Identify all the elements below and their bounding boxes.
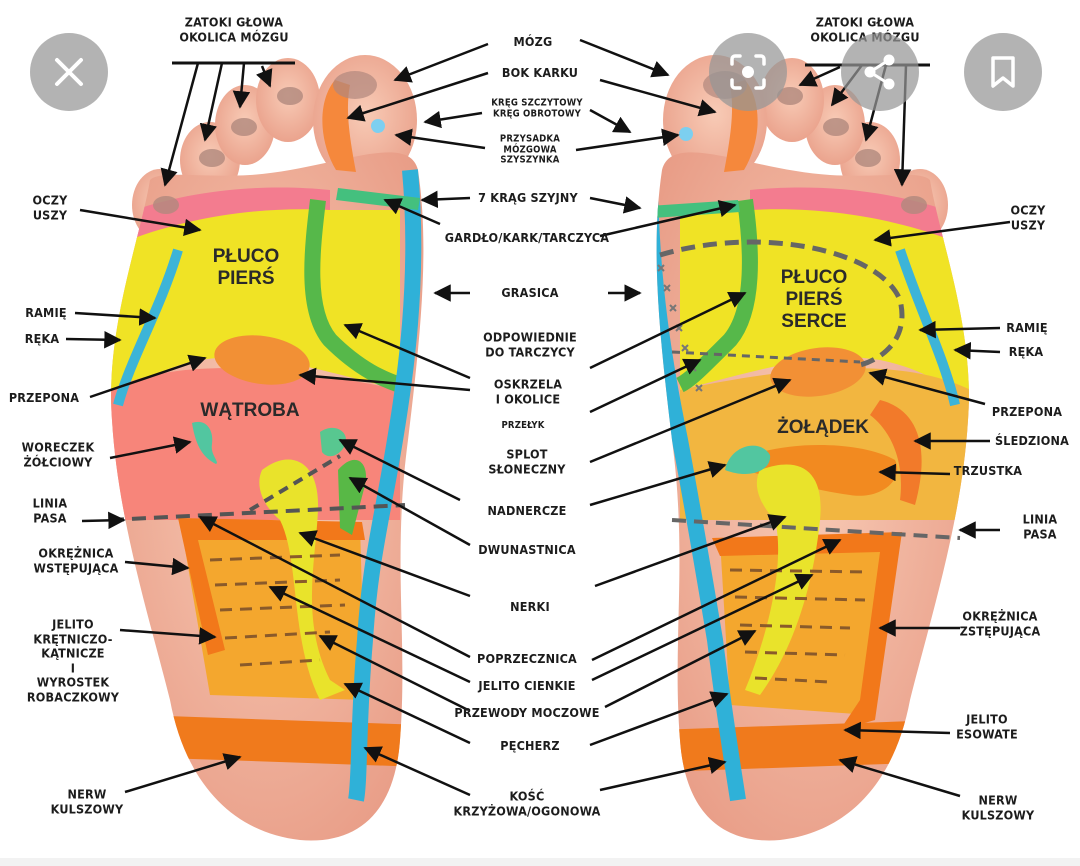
right-green-spot xyxy=(725,445,771,475)
label-left-diaphragm: PRZEPONA xyxy=(8,389,80,405)
label-bladder: PĘCHERZ xyxy=(500,737,560,753)
left-green-curve xyxy=(304,199,403,393)
bottom-edge xyxy=(0,858,1080,866)
label-sacrum: KOŚĆ KRZYŻOWA/OGONOWA xyxy=(453,788,601,818)
label-right-sinuses: ZATOKI GŁOWA OKOLICA MÓZGU xyxy=(810,14,919,44)
label-pituitary: PRZYSADKA MÓZGOWA SZYSZYNKA xyxy=(499,133,561,166)
right-pancreas xyxy=(740,445,898,496)
left-liver-zone xyxy=(111,368,400,520)
label-left-ileocecal: JELITO KRĘTNICZO- KĄTNICZE I WYROSTEK RO… xyxy=(26,616,120,704)
label-right-arm: RĘKA xyxy=(1008,343,1044,359)
right-pituitary-dot xyxy=(679,127,693,141)
label-right-sciatic: NERW KULSZOWY xyxy=(961,792,1035,822)
label-left-shoulder: RAMIĘ xyxy=(25,304,67,320)
label-left-sinuses: ZATOKI GŁOWA OKOLICA MÓZGU xyxy=(179,14,289,44)
left-solar-plexus xyxy=(214,335,310,385)
left-gallbladder xyxy=(192,421,217,464)
image-search-icon xyxy=(730,54,766,90)
left-small-intestine xyxy=(259,459,345,700)
share-icon xyxy=(864,54,895,90)
label-cervical-vertebra: KRĘG SZCZYTOWY KRĘG OBROTOWY xyxy=(491,97,583,119)
label-right-shoulder: RAMIĘ xyxy=(1006,319,1048,335)
left-lung-title: PŁUCO PIERŚ xyxy=(212,246,280,289)
label-left-eyes-ears: OCZY USZY xyxy=(32,192,68,222)
label-thymus: GRASICA xyxy=(501,284,559,300)
right-neck-band xyxy=(656,200,740,218)
label-neck-side: BOK KARKU xyxy=(501,64,579,80)
left-liver-title: WĄTROBA xyxy=(200,400,300,421)
right-lung-title: PŁUCO PIERŚ SERCE xyxy=(780,267,848,332)
label-left-ascending-colon: OKRĘŻNICA WSTĘPUJĄCA xyxy=(33,545,119,575)
label-left-waistline: LINIA PASA xyxy=(32,495,68,525)
label-left-arm: RĘKA xyxy=(24,330,60,346)
label-solar-plexus: SPLOT SŁONECZNY xyxy=(488,446,566,476)
left-foot xyxy=(109,55,424,841)
label-left-sciatic: NERW KULSZOWY xyxy=(50,786,124,816)
label-right-spleen: ŚLEDZIONA xyxy=(994,432,1070,448)
close-button[interactable] xyxy=(30,33,108,111)
label-right-sigmoid: JELITO ESOWATE xyxy=(956,711,1018,741)
share-button[interactable] xyxy=(841,33,919,111)
close-icon xyxy=(55,58,83,86)
label-throat: GARDŁO/KARK/TARCZYCA xyxy=(444,229,610,245)
label-right-waistline: LINIA PASA xyxy=(1022,511,1058,541)
right-small-intestine xyxy=(745,464,821,695)
label-right-pancreas: TRZUSTKA xyxy=(953,462,1023,478)
right-spleen xyxy=(870,400,922,505)
left-blue-spine xyxy=(348,169,422,802)
label-parathyroid: ODPOWIEDNIE DO TARCZYCY xyxy=(483,329,577,359)
right-foot xyxy=(656,55,969,841)
label-ureters: PRZEWODY MOCZOWE xyxy=(454,704,600,720)
left-heel-band xyxy=(149,715,411,767)
label-transverse-colon: POPRZECZNICA xyxy=(477,650,577,666)
left-blue-outer xyxy=(113,248,183,407)
label-small-intestine: JELITO CIENKIE xyxy=(478,677,576,693)
right-stomach-title: ŻOŁĄDEK xyxy=(777,417,869,438)
left-colon-border xyxy=(178,518,365,655)
label-right-diaphragm: PRZEPONA xyxy=(991,403,1063,419)
label-brain: MÓZG xyxy=(513,33,553,49)
label-bronchi: OSKRZELA I OKOLICE xyxy=(493,376,563,406)
bookmark-icon xyxy=(991,56,1015,88)
bookmark-button[interactable] xyxy=(964,33,1042,111)
right-colon-border xyxy=(712,532,902,730)
label-adrenals: NADNERCZE xyxy=(487,502,567,518)
label-left-gallbladder: WORECZEK ŻÓŁCIOWY xyxy=(21,439,95,469)
left-pituitary-dot xyxy=(371,119,385,133)
label-right-eyes-ears: OCZY USZY xyxy=(1010,202,1046,232)
label-c7: 7 KRĄG SZYJNY xyxy=(478,189,578,205)
label-esophagus: PRZEŁYK xyxy=(501,419,545,431)
left-orange-toe xyxy=(322,80,356,172)
label-right-descending-colon: OKRĘŻNICA ZSTĘPUJĄCA xyxy=(959,608,1041,638)
image-search-button[interactable] xyxy=(709,33,787,111)
label-kidneys: NERKI xyxy=(510,598,550,614)
label-duodenum: DWUNASTNICA xyxy=(478,541,576,557)
